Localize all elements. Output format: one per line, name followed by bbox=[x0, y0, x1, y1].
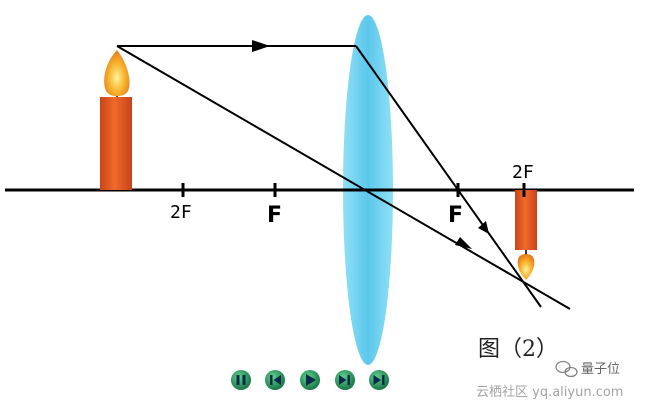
play-icon bbox=[306, 374, 316, 386]
watermark-brand: 量子位 bbox=[581, 362, 620, 377]
ray-refracted-through-focus bbox=[355, 45, 542, 308]
ray-arrow-icon bbox=[478, 221, 489, 234]
step-back-icon bbox=[270, 375, 281, 385]
pause-button[interactable] bbox=[231, 370, 251, 390]
watermark: 量子位 云栖社区 yq.aliyun.com bbox=[476, 360, 623, 400]
step-back-button[interactable] bbox=[265, 370, 285, 390]
candle-object bbox=[100, 50, 132, 190]
candle-body bbox=[100, 97, 132, 190]
playback-controls bbox=[231, 370, 389, 390]
step-forward-button[interactable] bbox=[335, 370, 355, 390]
wechat-icon bbox=[555, 360, 578, 378]
light-rays bbox=[116, 45, 571, 310]
label-f-right: F bbox=[448, 203, 463, 228]
pause-icon bbox=[236, 375, 246, 385]
ray-arrow-icon bbox=[455, 237, 472, 249]
flame-icon bbox=[104, 50, 130, 97]
figure-caption: 图（2） bbox=[478, 337, 558, 362]
play-button[interactable] bbox=[300, 370, 320, 390]
label-2f-left: 2F bbox=[170, 202, 192, 223]
ray-arrow-icon bbox=[252, 40, 270, 52]
image-candle-body bbox=[515, 190, 537, 250]
watermark-site: 云栖社区 yq.aliyun.com bbox=[476, 384, 623, 400]
label-f-left: F bbox=[267, 203, 282, 228]
step-forward-icon bbox=[339, 375, 350, 385]
image-flame-icon bbox=[517, 254, 535, 280]
skip-end-icon bbox=[373, 375, 385, 385]
ray-through-center bbox=[116, 45, 571, 310]
candle-image bbox=[515, 190, 537, 280]
focal-ticks bbox=[181, 183, 526, 197]
label-2f-right: 2F bbox=[512, 162, 534, 183]
skip-end-button[interactable] bbox=[369, 370, 389, 390]
